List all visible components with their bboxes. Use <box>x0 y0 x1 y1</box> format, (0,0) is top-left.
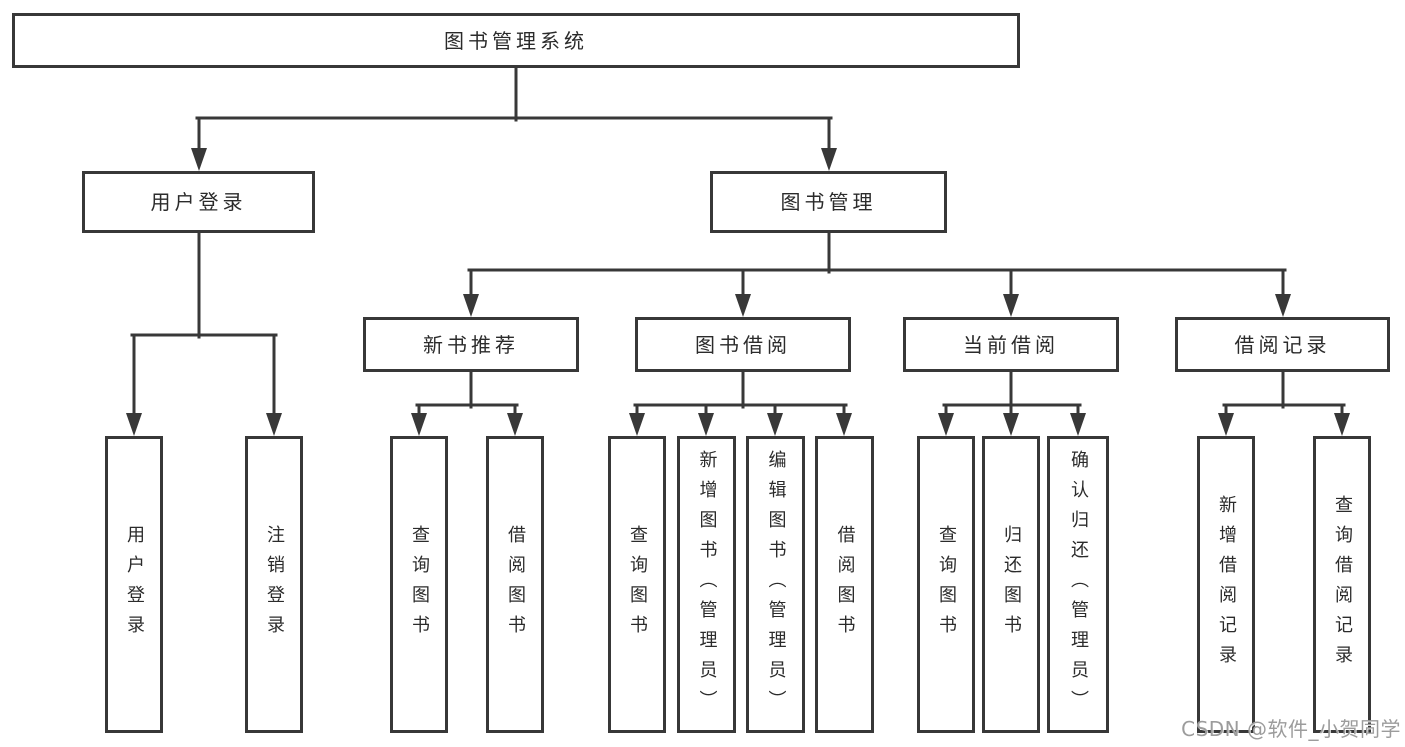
leaf-borrowing-edit-books-admin: 编辑图书（管理员） <box>746 436 805 733</box>
leaf-current-confirm-return-admin: 确认归还（管理员） <box>1047 436 1109 733</box>
node-new-book-recommendation: 新书推荐 <box>363 317 579 372</box>
node-user-login: 用户登录 <box>82 171 315 233</box>
watermark: CSDN @软件_小贺同学 <box>1181 717 1401 741</box>
node-current-borrowing: 当前借阅 <box>903 317 1119 372</box>
leaf-current-return-books: 归还图书 <box>982 436 1040 733</box>
leaf-borrowing-borrow-books: 借阅图书 <box>815 436 874 733</box>
node-book-management: 图书管理 <box>710 171 947 233</box>
leaf-current-query-books: 查询图书 <box>917 436 975 733</box>
node-borrowing-records: 借阅记录 <box>1175 317 1390 372</box>
node-book-borrowing: 图书借阅 <box>635 317 851 372</box>
leaf-records-query-borrow-record: 查询借阅记录 <box>1313 436 1371 733</box>
node-library-management-system: 图书管理系统 <box>12 13 1020 68</box>
leaf-borrowing-add-books-admin: 新增图书（管理员） <box>677 436 736 733</box>
leaf-user-login: 用户登录 <box>105 436 163 733</box>
leaf-newbook-borrow-books: 借阅图书 <box>486 436 544 733</box>
leaf-records-add-borrow-record: 新增借阅记录 <box>1197 436 1255 733</box>
leaf-newbook-query-books: 查询图书 <box>390 436 448 733</box>
leaf-borrowing-query-books: 查询图书 <box>608 436 666 733</box>
leaf-logout: 注销登录 <box>245 436 303 733</box>
